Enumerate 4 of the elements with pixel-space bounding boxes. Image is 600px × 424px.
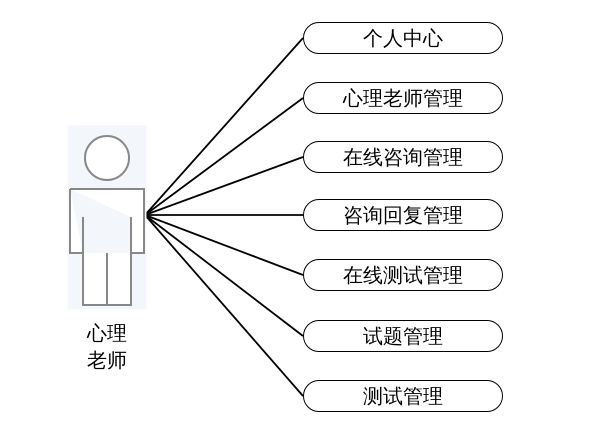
connector-line — [144, 214, 304, 276]
connector-line — [145, 214, 303, 216]
connector-line — [144, 156, 304, 216]
actor-label: 心理老师 — [86, 320, 128, 374]
